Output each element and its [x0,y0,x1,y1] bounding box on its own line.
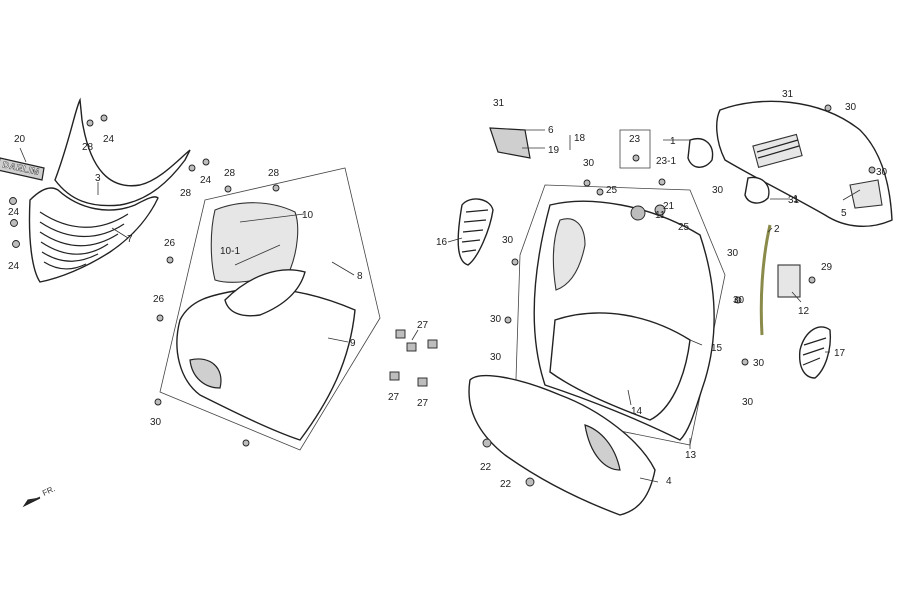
callout-27-left: 27 [388,392,400,403]
callout-30-k: 30 [742,397,754,408]
front-direction-arrow: FR. [22,484,57,508]
callout-17: 17 [834,348,846,359]
callout-26-top: 26 [164,238,176,249]
callout-30-e: 30 [502,235,514,246]
callout-14: 14 [631,406,643,417]
callout-24-top: 24 [103,134,115,145]
callout-30-h: 30 [490,314,502,325]
callout-25-top: 25 [606,185,618,196]
callout-20: 20 [14,134,26,145]
callout-30-j: 30 [753,358,765,369]
callout-25-lower: 25 [678,222,690,233]
callout-1: 1 [670,136,676,147]
callout-27-top: 27 [417,320,429,331]
callout-8: 8 [357,271,363,282]
callout-24-bottom: 24 [8,261,20,272]
callout-4: 4 [666,476,672,487]
callout-30-a: 30 [583,158,595,169]
callout-7: 7 [127,234,133,245]
callout-30-b: 30 [712,185,724,196]
clips-group [389,329,438,387]
callout-28-mid: 28 [180,188,192,199]
callout-30-c: 30 [845,102,857,113]
callout-30-i: 30 [490,352,502,363]
callout-29: 29 [821,262,833,273]
front-label: FR. [41,484,56,498]
callout-30-d: 30 [876,167,888,178]
inner-cover-assembly [457,100,893,516]
callout-27-right: 27 [417,398,429,409]
callout-10: 10 [302,210,314,221]
callout-15: 15 [711,343,723,354]
callout-28-box-left: 28 [224,168,236,179]
callout-22: 22 [480,462,492,473]
callout-10-1: 10-1 [220,246,240,257]
callout-19: 19 [548,145,560,156]
screen-assembly-box [159,167,381,451]
callout-31-b: 31 [782,89,794,100]
callout-31-a: 31 [493,98,505,109]
callout-11: 11 [655,210,666,221]
callout-6: 6 [548,125,554,136]
callout-1-lower: 1 [793,194,799,205]
callout-26-lower: 26 [153,294,165,305]
callout-3: 3 [95,173,101,184]
callout-22-lower: 22 [500,479,512,490]
callout-28-box-right: 28 [268,168,280,179]
callout-12: 12 [798,306,810,317]
callout-24-left: 24 [8,207,20,218]
callout-23-1: 23-1 [656,156,676,167]
fasteners [9,104,876,487]
callout-21: 21 [663,201,675,212]
callout-30-f: 30 [727,248,739,259]
callout-5: 5 [841,208,847,219]
callout-23: 23 [629,134,641,145]
front-cover-emblem-assembly: DAELIM [0,97,191,283]
callout-31-c: 31 [788,195,800,206]
callout-30-g: 30 [733,295,745,306]
callout-9: 9 [350,338,356,349]
callout-28-left: 28 [82,142,94,153]
leader-lines [19,129,861,483]
callout-24-mid: 24 [200,175,212,186]
callout-18: 18 [574,133,586,144]
callout-2: 2 [774,224,780,235]
callout-13: 13 [685,450,697,461]
callout-30-l: 30 [150,417,162,428]
callout-labels: 1 1 2 3 4 5 6 7 8 9 10 10-1 11 12 13 14 … [8,89,888,490]
callout-16: 16 [436,237,448,248]
